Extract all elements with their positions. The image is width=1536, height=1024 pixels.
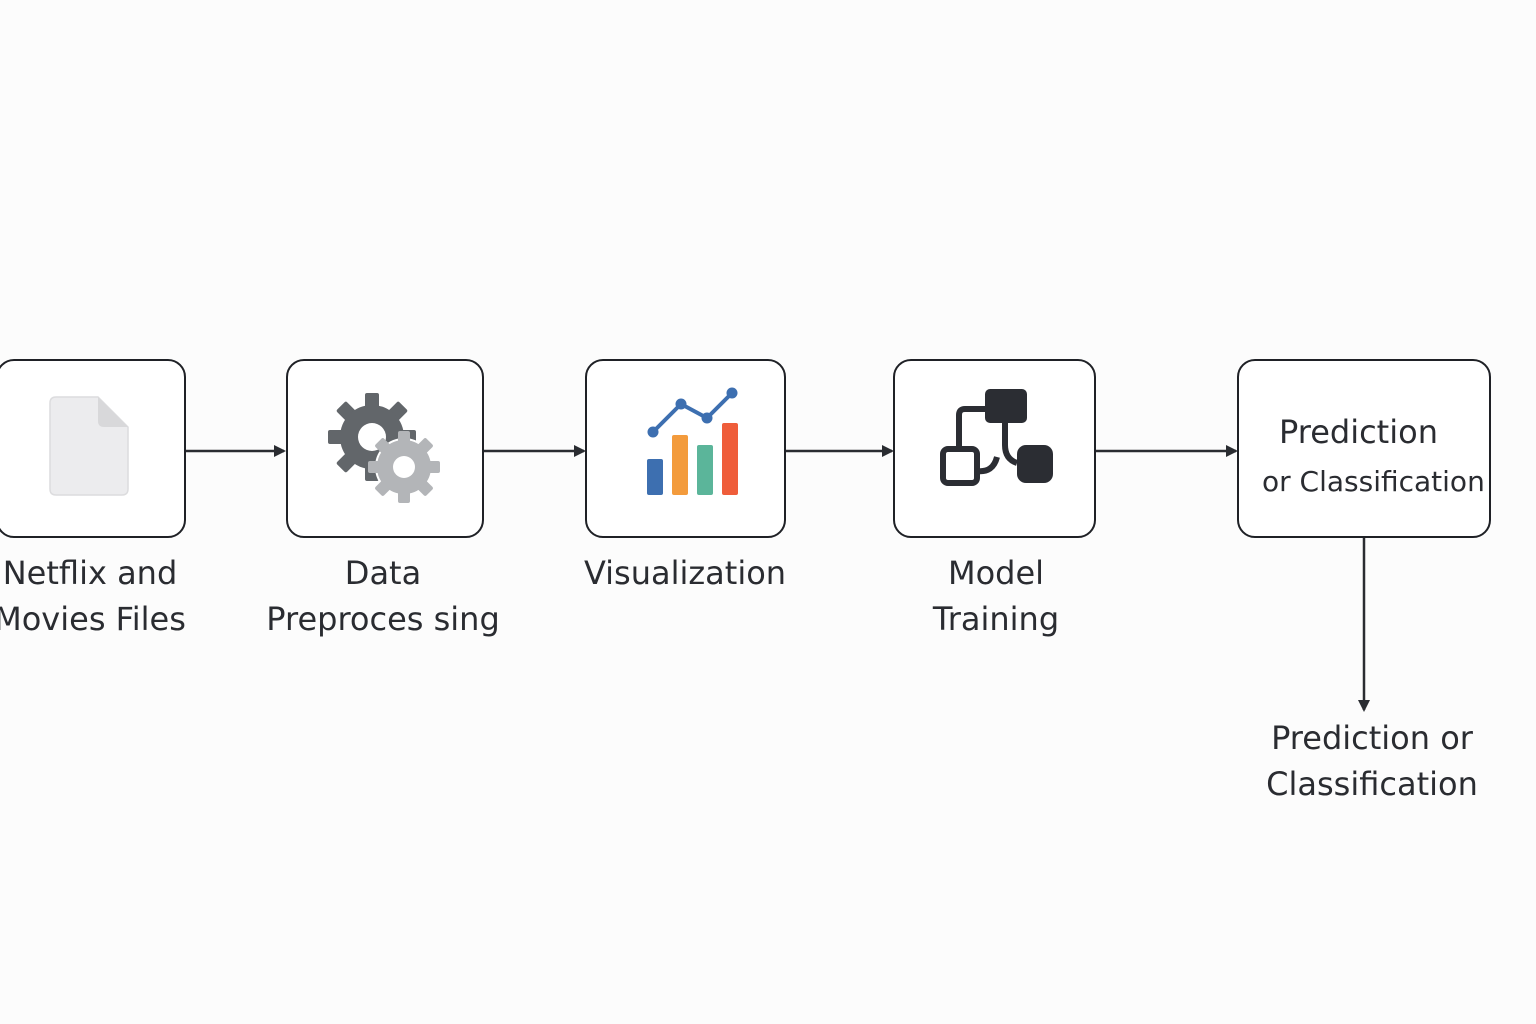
caption-files: Netflix and Movies Files: [0, 550, 200, 642]
chart-point-4: [726, 387, 738, 399]
bar-line-chart-icon: [647, 387, 738, 495]
chart-point-3: [701, 412, 713, 424]
flow-node-top: [985, 389, 1027, 423]
caption-preprocessing-line1: Data: [344, 554, 422, 592]
caption-preprocessing-line2: Preproces sing: [266, 600, 500, 638]
caption-training-line1: Model: [947, 554, 1045, 592]
prediction-box-line1: Prediction: [1279, 413, 1438, 451]
caption-output-line1: Prediction or: [1271, 719, 1473, 757]
caption-output: Prediction or Classification: [1240, 715, 1504, 807]
flow-node-left: [940, 446, 980, 486]
caption-files-line2: Movies Files: [0, 600, 186, 638]
document-icon: [49, 396, 129, 496]
caption-training: Model Training: [876, 550, 1116, 642]
prediction-box-line2: or Classification: [1262, 465, 1485, 498]
chart-bar-3: [697, 445, 713, 495]
chart-point-2: [675, 398, 687, 410]
caption-output-line2: Classification: [1266, 765, 1478, 803]
caption-preprocessing: Data Preproces sing: [263, 550, 503, 642]
chart-trend-line: [651, 391, 734, 434]
flowchart-icon: [940, 389, 1053, 486]
chart-bar-2: [672, 435, 688, 495]
caption-visualization-line1: Visualization: [583, 554, 787, 592]
flow-connector-bottom: [976, 456, 1000, 475]
flow-node-right: [1017, 445, 1053, 483]
flow-connector-left: [956, 406, 985, 449]
caption-files-line1: Netflix and: [2, 554, 178, 592]
gear-light-icon: [368, 431, 440, 503]
flow-connector-right: [1002, 423, 1019, 466]
caption-training-line2: Training: [932, 600, 1060, 638]
node-training: [893, 359, 1096, 538]
caption-visualization: Visualization: [565, 550, 805, 596]
chart-bar-4: [722, 423, 738, 495]
chart-point-1: [647, 426, 659, 438]
node-prediction: Prediction or Classification: [1237, 359, 1491, 538]
chart-bar-1: [647, 459, 663, 495]
node-visualization: [585, 359, 786, 538]
node-preprocessing: [286, 359, 484, 538]
gears-icon: [328, 393, 440, 503]
node-files: [0, 359, 186, 538]
